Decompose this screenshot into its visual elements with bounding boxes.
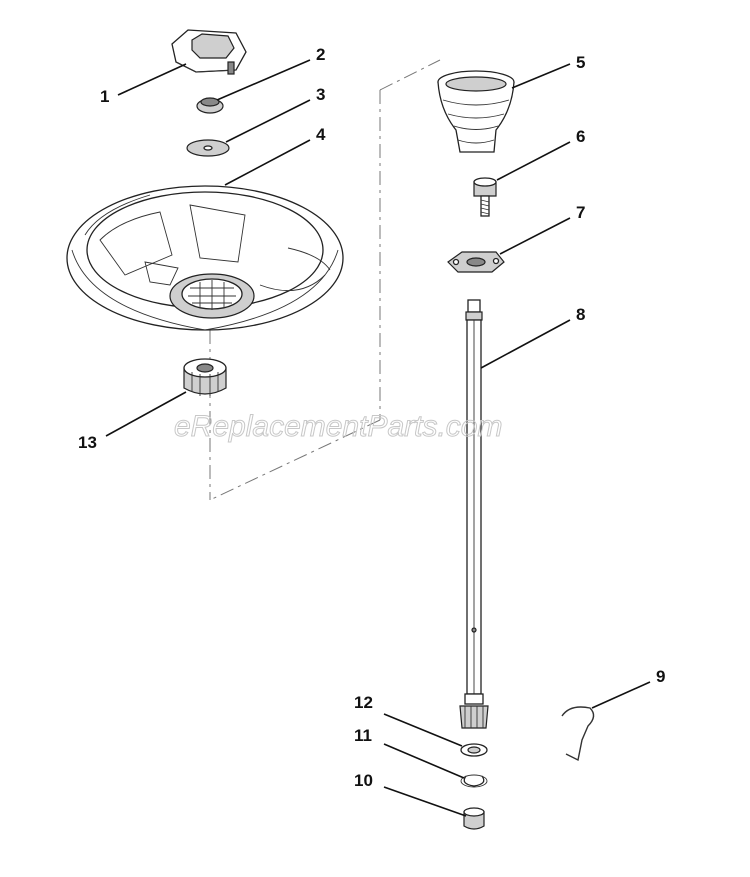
callout-1: 1 [100,87,109,106]
callout-7: 7 [576,203,585,222]
callout-6: 6 [576,127,585,146]
leader-2 [216,59,311,101]
callout-5: 5 [576,53,585,72]
part-8-steering-shaft [464,299,484,705]
guide-line-diagonal [209,419,381,501]
leader-13 [105,391,187,437]
callout-13: 13 [78,433,97,452]
part-3-washer [186,139,230,157]
callout-9: 9 [656,667,665,686]
part-9-hairpin-clip [561,706,595,762]
part-10-bushing [463,807,485,830]
watermark-text: eReplacementParts.com [174,410,502,443]
callout-8: 8 [576,305,585,324]
leader-6 [496,141,571,181]
part-12-washer [460,743,488,757]
leader-lines [105,59,651,817]
part-6-bolt [473,177,497,217]
callout-2: 2 [316,45,325,64]
leader-3 [225,99,311,143]
part-1-wheel-cap [171,29,247,75]
leader-5 [511,63,571,89]
part-13-hub-adapter [183,358,227,396]
part-7-flange-bearing [447,251,505,273]
leader-7 [499,217,571,255]
callout-10: 10 [354,771,373,790]
part-shaft-pinion-gear [459,705,489,729]
callout-3: 3 [316,85,325,104]
guide-line-top [379,59,441,91]
part-11-snap-ring [460,774,488,788]
callout-4: 4 [316,125,326,144]
part-4-steering-wheel [66,185,344,331]
callout-labels: 1 2 3 4 5 6 7 8 9 10 11 12 13 [78,45,665,790]
callout-11: 11 [354,726,372,745]
part-2-nut [196,97,224,114]
leader-9 [591,681,651,709]
leader-4 [224,139,311,186]
leader-11 [383,743,465,779]
part-5-bellows-boot [437,70,515,153]
leader-10 [383,786,467,817]
leader-1 [117,63,187,96]
callout-12: 12 [354,693,373,712]
assembly-guide-lines [209,59,441,501]
leader-12 [383,713,463,747]
leader-8 [480,319,571,369]
